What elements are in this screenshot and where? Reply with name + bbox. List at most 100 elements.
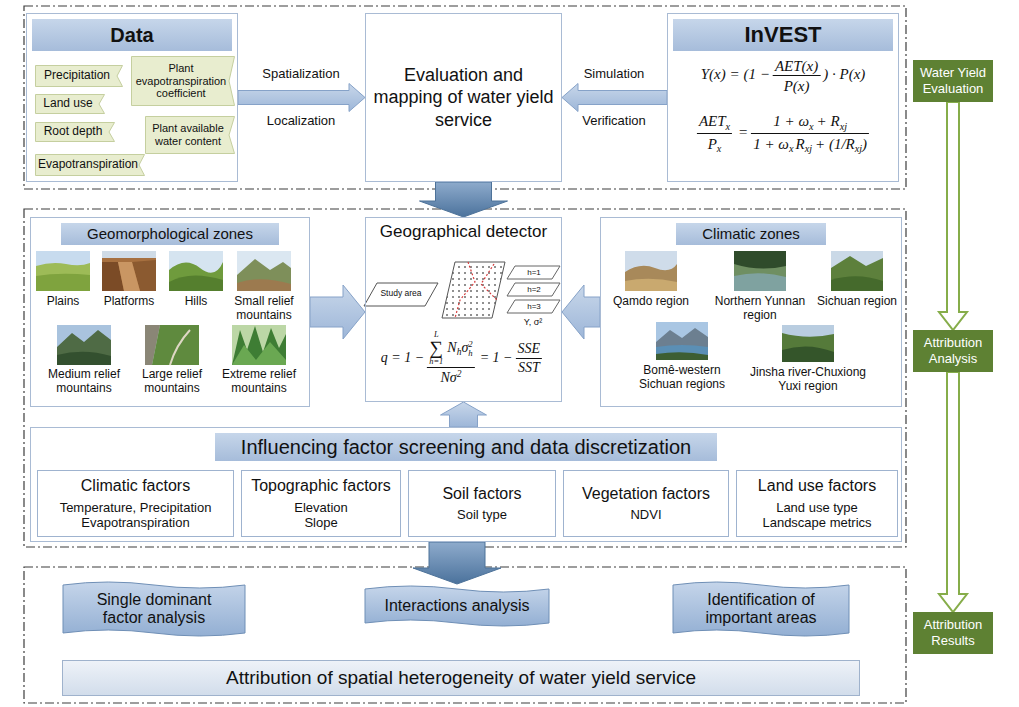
factor-box: Vegetation factorsNDVI [563, 470, 729, 537]
factor-box: Topographic factorsElevation Slope [241, 470, 401, 537]
section-frame-part [24, 6, 906, 189]
process-box: Evaluation and mapping of water yield se… [365, 13, 562, 182]
photo-caption: Extreme relief mountains [214, 368, 304, 396]
photo-extreme-relief-part [232, 325, 286, 365]
formula-term: 1 + ω [773, 113, 809, 129]
factor-items: Land use type Landscape metrics [760, 500, 875, 531]
photo-large-relief [145, 325, 199, 365]
data-tag: Plant available water content [145, 116, 235, 154]
photo-plains [36, 251, 90, 291]
data-tag: Root depth [35, 122, 115, 142]
photo-northern-yunnan-part [734, 251, 786, 291]
numerator: AETx [697, 112, 732, 133]
detector-illustration-part [507, 283, 560, 296]
factor-heading: Soil factors [442, 484, 521, 503]
panel-heading: Influencing factor screening and data di… [215, 433, 717, 461]
section-frame-part [24, 567, 906, 703]
photo-extreme-relief-part [232, 326, 286, 365]
subscript: x [717, 143, 722, 154]
stage-label-text: Water Yield Evaluation [917, 65, 989, 96]
photo-bome-part [656, 328, 708, 360]
photo-small-relief-part [237, 279, 291, 291]
subscript: h [457, 347, 462, 357]
arrow-label: Simulation [549, 67, 679, 82]
subscript: x [789, 143, 794, 154]
photo-large-relief-part [145, 325, 199, 365]
factor-heading: Land use factors [758, 476, 876, 495]
photo-bome [656, 322, 708, 360]
photo-qamdo-part [625, 279, 677, 291]
superscript: 2 [468, 340, 472, 349]
photo-northern-yunnan-part [734, 251, 786, 269]
result-banner: Interactions analysis [364, 584, 550, 628]
formula-term: + R [817, 113, 840, 129]
photo-medium-relief-part [57, 330, 111, 365]
formula-term: Nσ [440, 370, 456, 385]
panel-box: DataPrecipitationLand useRoot depthEvapo… [26, 13, 238, 182]
result-banner-text: Interactions analysis [385, 597, 530, 615]
photo-caption: Jinsha river-Chuxiong Yuxi region [746, 366, 871, 394]
formula-term: ) · P(x) [823, 66, 865, 82]
stratum-label: h=2 [519, 285, 549, 294]
formula-term: N [447, 340, 456, 355]
block-arrow [562, 84, 667, 112]
banner-outline-path [673, 582, 849, 636]
photo-jinsha-part [782, 346, 834, 362]
result-banner-text: Single dominant factor analysis [78, 591, 230, 628]
superscript: 2 [457, 369, 462, 379]
subscript: x [726, 121, 731, 132]
section-frame-part [24, 209, 906, 547]
factor-heading: Topographic factors [251, 476, 391, 495]
factor-items: NDVI [630, 507, 661, 523]
formula-term: ) [862, 136, 867, 152]
fraction: 1 + ωx+ Rxj1 + ωxRxj+ (1/Rxj) [751, 112, 869, 156]
formula-term: SST [518, 360, 540, 375]
section-frame [24, 6, 906, 703]
formula: q = 1 −L∑h=1Nhσ2hNσ2= 1 −SSESST [381, 331, 545, 387]
subscript: x [809, 121, 814, 132]
data-tag: Plant evapotranspiration coefficient [131, 56, 235, 106]
photo-plains-part [36, 274, 90, 291]
formula-term: = 1 − [480, 350, 513, 365]
data-tag-text: Root depth [44, 125, 103, 139]
block-arrow [441, 402, 487, 427]
factor-items: Soil type [457, 507, 507, 523]
summary-band-text: Attribution of spatial heterogeneity of … [226, 667, 696, 689]
denominator: Nσ2 [427, 367, 474, 387]
detector-illustration-part [481, 264, 497, 300]
sum-part: L [429, 331, 443, 339]
photo-platforms-part [118, 262, 140, 291]
arrow-label: Verification [549, 114, 679, 129]
data-tag: Evapotranspiration [35, 154, 145, 176]
numerator: 1 + ωx+ Rxj [751, 112, 869, 133]
denominator: SST [516, 358, 543, 377]
photo-medium-relief-part [57, 325, 111, 365]
formula-term: P(x) [784, 78, 810, 94]
photo-jinsha-part [782, 325, 834, 337]
formula-term: Y(x) = [701, 66, 740, 82]
photo-caption: Sichuan region [807, 295, 907, 309]
photo-plains-part [36, 263, 90, 291]
photo-caption: Northern Yunnan region [710, 295, 810, 323]
stage-label: Water Yield Evaluation [913, 60, 993, 102]
detector-illustration-part [507, 300, 560, 313]
numerator: SSE [516, 341, 543, 358]
data-tag: Land use [35, 94, 105, 114]
tag-outline-path [36, 123, 115, 142]
data-tag-text: Land use [43, 97, 92, 111]
data-tag: Precipitation [35, 65, 123, 87]
data-tag-text: Evapotranspiration [38, 158, 138, 172]
photo-caption: Hills [156, 295, 236, 309]
block-arrow [310, 285, 365, 339]
subscript: xj [855, 143, 862, 154]
factor-items: Temperature, Precipitation Evapotranspir… [43, 500, 228, 531]
tag-outline-path [36, 66, 123, 87]
result-banner: Single dominant factor analysis [62, 580, 246, 638]
data-tag-text: Plant available water content [148, 122, 228, 147]
factor-box: Climatic factorsTemperature, Precipitati… [37, 470, 234, 537]
formula-term: AET(x) [775, 58, 818, 74]
formula-term: SSE [518, 341, 541, 356]
photo-plains-part [36, 251, 90, 291]
photo-qamdo [625, 251, 677, 291]
factor-box: Soil factorsSoil type [408, 470, 556, 537]
